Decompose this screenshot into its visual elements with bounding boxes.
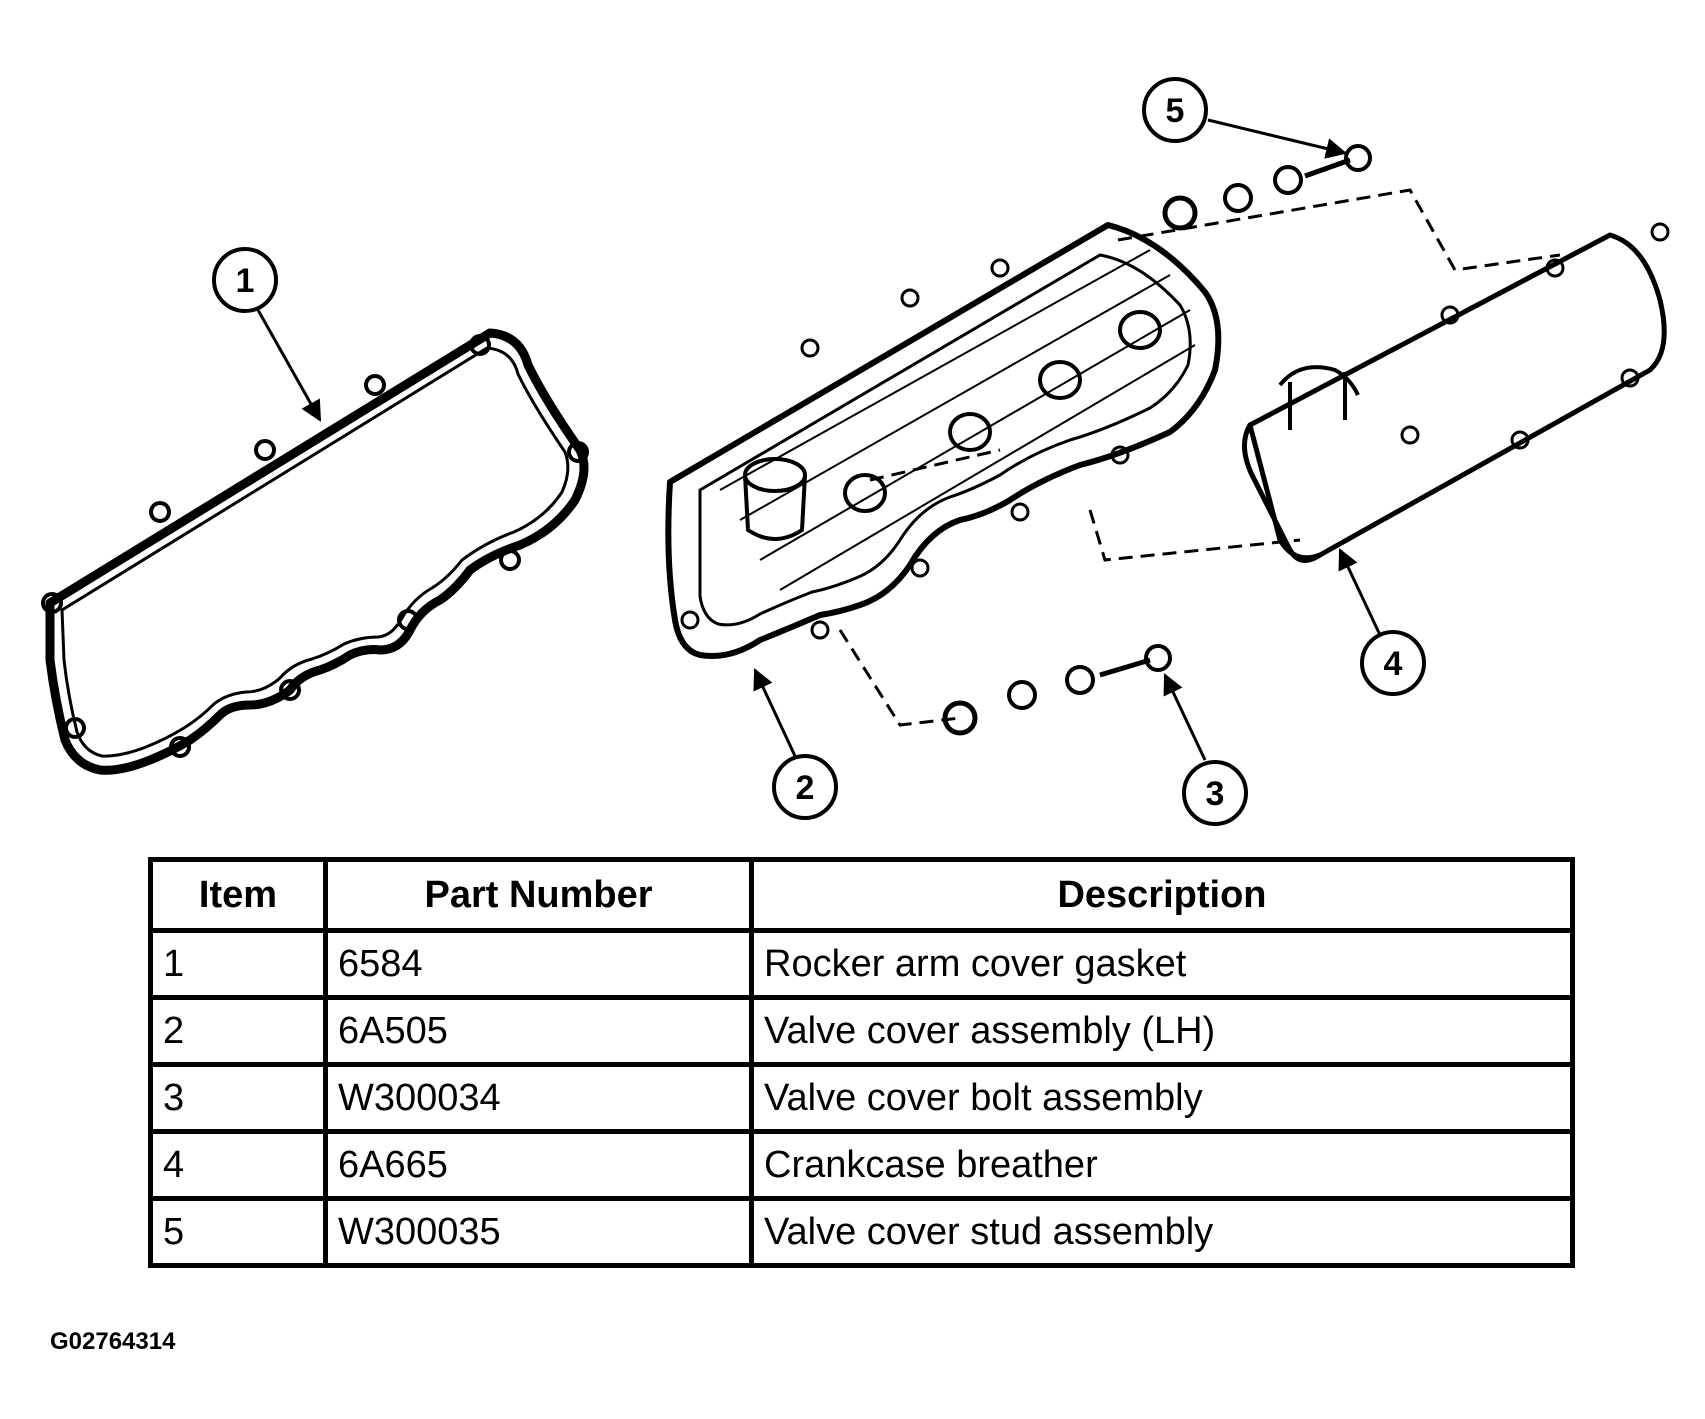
oil-fill-cap-icon xyxy=(743,457,807,541)
parts-table: Item Part Number Description 1 6584 Rock… xyxy=(148,857,1575,1268)
item-cell: 4 xyxy=(148,1129,328,1201)
table-row: 2 6A505 Valve cover assembly (LH) xyxy=(148,995,1575,1067)
callout-2: 2 xyxy=(753,668,838,820)
item-cell: 1 xyxy=(148,928,328,1000)
table-row: 5 W300035 Valve cover stud assembly xyxy=(148,1196,1575,1268)
alignment-lines xyxy=(838,188,1561,727)
description-cell: Rocker arm cover gasket xyxy=(749,928,1575,1000)
table-row: 4 6A665 Crankcase breather xyxy=(148,1129,1575,1201)
svg-text:2: 2 xyxy=(796,769,815,807)
header-item: Item xyxy=(148,857,328,933)
callout-1: 1 xyxy=(212,247,322,422)
item-cell: 2 xyxy=(148,995,328,1067)
table-row: 1 6584 Rocker arm cover gasket xyxy=(148,928,1575,1000)
figure-id: G02764314 xyxy=(50,1328,176,1355)
item-cell: 5 xyxy=(148,1196,328,1268)
crankcase-breather-part xyxy=(1242,222,1670,563)
description-cell: Valve cover assembly (LH) xyxy=(749,995,1575,1067)
header-part-number: Part Number xyxy=(323,857,754,933)
svg-text:4: 4 xyxy=(1384,645,1403,683)
bolt-assembly-part xyxy=(942,644,1172,736)
description-cell: Valve cover bolt assembly xyxy=(749,1062,1575,1134)
description-cell: Valve cover stud assembly xyxy=(749,1196,1575,1268)
item-cell: 3 xyxy=(148,1062,328,1134)
table-header-row: Item Part Number Description xyxy=(148,857,1575,933)
description-cell: Crankcase breather xyxy=(749,1129,1575,1201)
part-number-cell: 6A505 xyxy=(323,995,754,1067)
stud-assembly-part xyxy=(1162,144,1372,231)
svg-text:1: 1 xyxy=(236,262,255,300)
part-number-cell: W300035 xyxy=(323,1196,754,1268)
valve-cover-part xyxy=(665,222,1222,659)
gasket-part xyxy=(41,328,589,775)
callout-3: 3 xyxy=(1163,673,1248,826)
exploded-view-diagram: 1 2 3 4 5 xyxy=(41,77,1670,826)
callout-4: 4 xyxy=(1338,548,1426,696)
svg-text:5: 5 xyxy=(1166,92,1185,130)
part-number-cell: 6A665 xyxy=(323,1129,754,1201)
part-number-cell: W300034 xyxy=(323,1062,754,1134)
callout-5: 5 xyxy=(1142,77,1348,159)
part-number-cell: 6584 xyxy=(323,928,754,1000)
table-row: 3 W300034 Valve cover bolt assembly xyxy=(148,1062,1575,1134)
svg-text:3: 3 xyxy=(1206,775,1225,813)
header-description: Description xyxy=(749,857,1575,933)
